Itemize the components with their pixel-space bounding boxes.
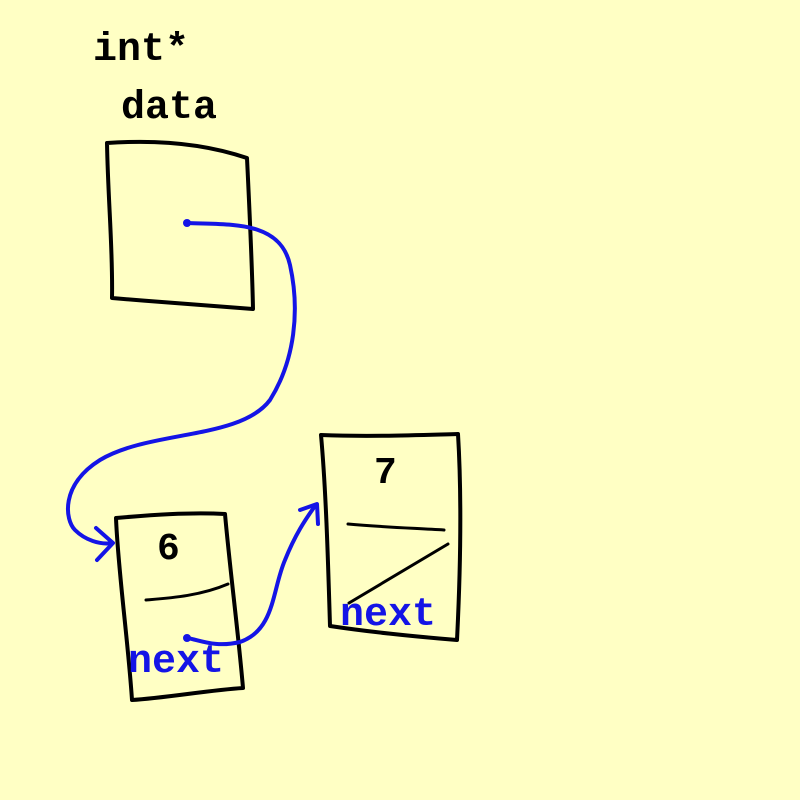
data-to-node6-arrow — [65, 221, 297, 546]
pointer-name-label: data — [121, 86, 218, 131]
pointer-box — [105, 139, 255, 311]
node-value-7: 7 — [374, 452, 397, 495]
node-divider-6 — [144, 582, 230, 602]
null-slash-icon — [347, 542, 450, 605]
node-box-7 — [319, 432, 463, 642]
node-value-6: 6 — [157, 528, 180, 571]
arrowhead-icon — [94, 526, 115, 562]
node-box-6 — [114, 511, 245, 702]
pointer-type-label: int* — [93, 28, 190, 73]
node-divider-7 — [346, 522, 446, 532]
node6-to-node7-arrow — [185, 504, 317, 647]
node-next-label-6: next — [128, 640, 225, 685]
node-next-label-7: next — [340, 593, 437, 638]
arrowhead-icon — [298, 502, 320, 526]
